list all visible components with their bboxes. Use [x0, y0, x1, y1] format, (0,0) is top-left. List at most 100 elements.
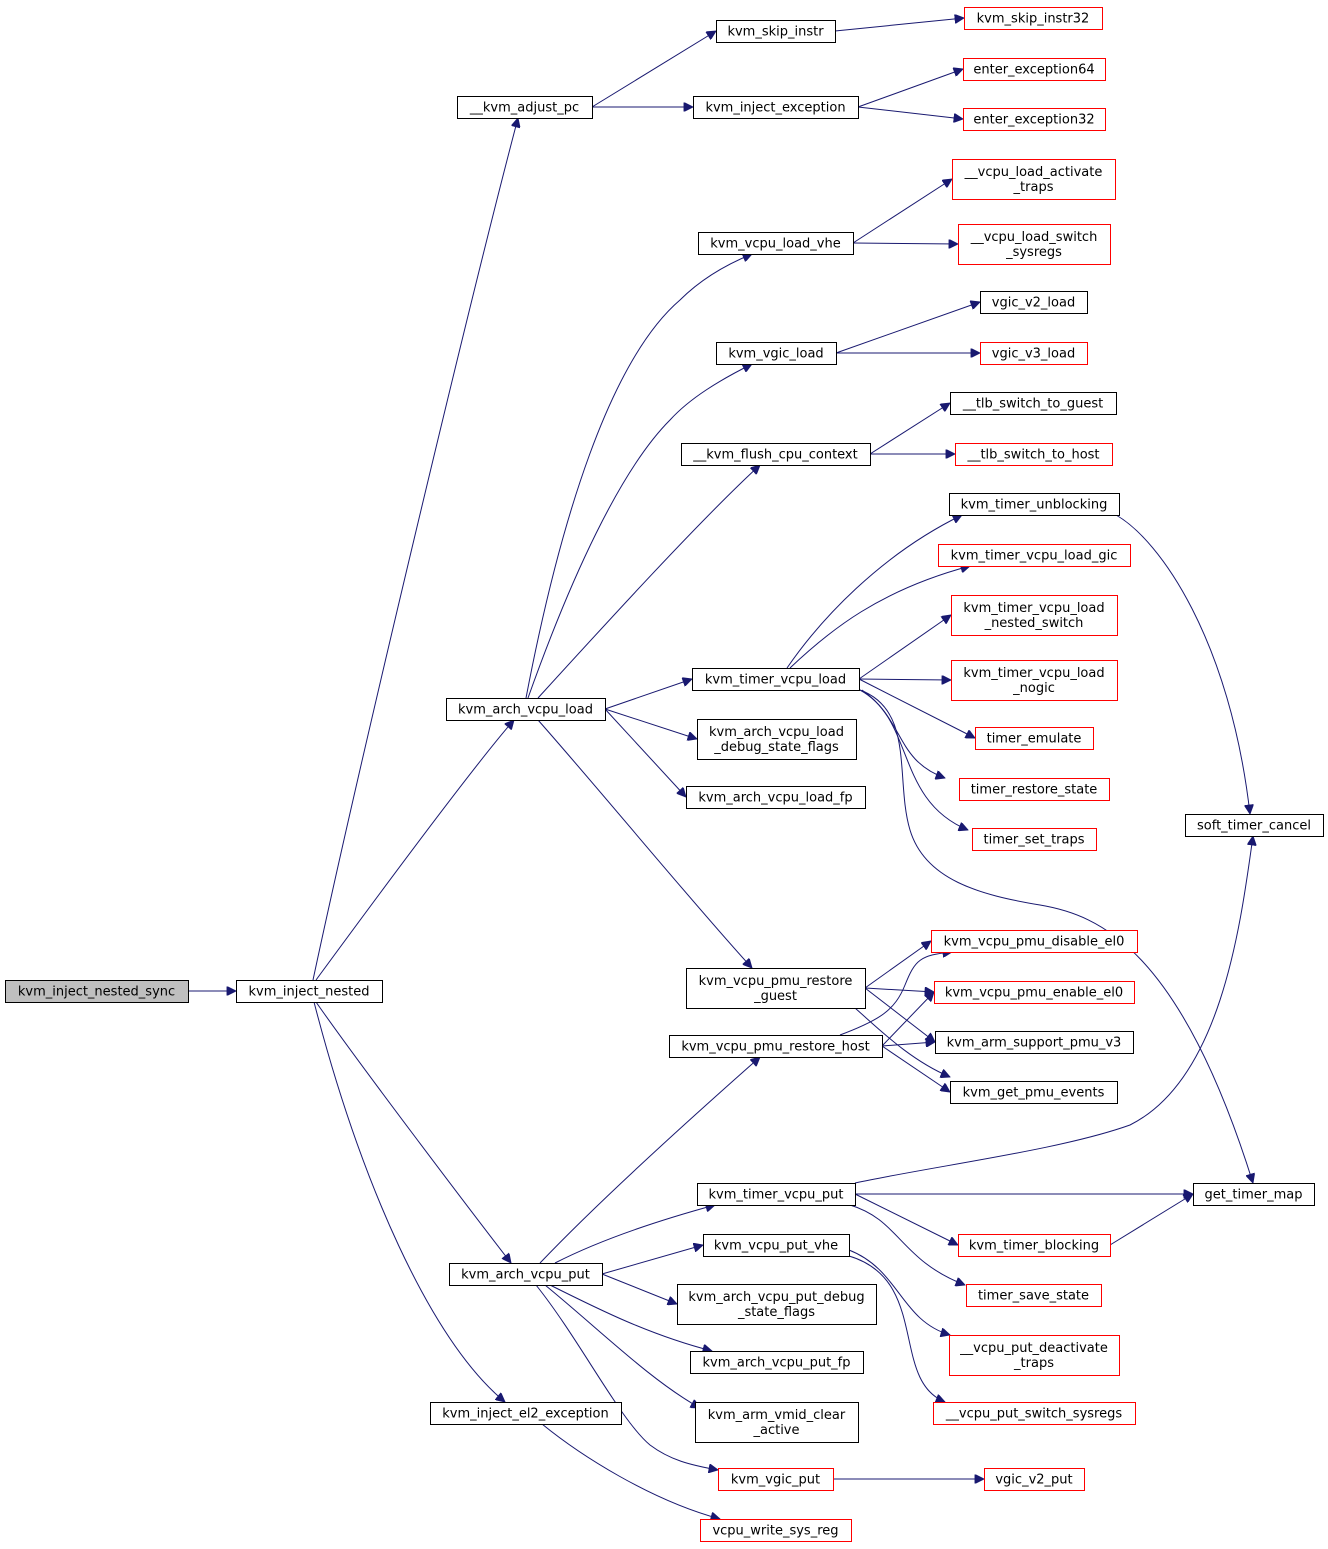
node-kvm_skip_instr32[interactable]: kvm_skip_instr32	[964, 7, 1103, 30]
node-kvm_inject_el2_exception[interactable]: kvm_inject_el2_exception	[430, 1402, 622, 1425]
node-box	[958, 224, 1111, 265]
node-kvm_arch_vcpu_load[interactable]: kvm_arch_vcpu_load	[446, 698, 606, 721]
node-box	[690, 1351, 864, 1374]
node-timer_set_traps[interactable]: timer_set_traps	[972, 828, 1097, 851]
node-kvm_arm_support_pmu_v3[interactable]: kvm_arm_support_pmu_v3	[935, 1031, 1134, 1054]
node-kvm_arm_vmid_clear_active[interactable]: kvm_arm_vmid_clear_active	[695, 1402, 859, 1443]
node-__kvm_flush_cpu_context[interactable]: __kvm_flush_cpu_context	[681, 443, 871, 466]
edge-kvm_vcpu_put_vhe-to-__vcpu_put_switch_sysregs	[848, 1255, 945, 1402]
node-kvm_timer_unblocking[interactable]: kvm_timer_unblocking	[949, 493, 1120, 516]
node-__vcpu_put_deactivate_traps[interactable]: __vcpu_put_deactivate_traps	[949, 1335, 1120, 1376]
node-label: __tlb_switch_to_host	[966, 448, 1099, 463]
node-label: kvm_vcpu_pmu_restore	[699, 974, 853, 989]
node-box	[951, 660, 1118, 701]
node-__kvm_adjust_pc[interactable]: __kvm_adjust_pc	[457, 96, 593, 119]
node-timer_emulate[interactable]: timer_emulate	[975, 727, 1094, 750]
node-kvm_skip_instr[interactable]: kvm_skip_instr	[716, 20, 836, 43]
edge-kvm_arch_vcpu_put-to-kvm_timer_vcpu_put	[554, 1205, 715, 1264]
node-label: kvm_timer_vcpu_load_gic	[951, 549, 1118, 564]
node-label: kvm_timer_vcpu_put	[708, 1188, 843, 1203]
node-kvm_timer_vcpu_put[interactable]: kvm_timer_vcpu_put	[697, 1183, 856, 1206]
node-kvm_inject_exception[interactable]: kvm_inject_exception	[693, 96, 859, 119]
node-kvm_arch_vcpu_put_debug_state_flags[interactable]: kvm_arch_vcpu_put_debug_state_flags	[677, 1284, 877, 1325]
node-label: timer_set_traps	[983, 833, 1084, 848]
node-soft_timer_cancel[interactable]: soft_timer_cancel	[1185, 814, 1324, 837]
edge-kvm_timer_vcpu_put-to-kvm_timer_blocking	[854, 1193, 958, 1245]
edge-kvm_timer_vcpu_load-to-timer_restore_state	[861, 689, 945, 778]
node-kvm_arch_vcpu_load_fp[interactable]: kvm_arch_vcpu_load_fp	[686, 786, 866, 809]
node-label: kvm_arch_vcpu_put	[461, 1268, 590, 1283]
node-label: kvm_timer_vcpu_load	[963, 601, 1104, 616]
node-get_timer_map[interactable]: get_timer_map	[1193, 1183, 1315, 1206]
edge-kvm_vcpu_put_vhe-to-__vcpu_put_deactivate_traps	[848, 1249, 950, 1335]
node-box	[975, 727, 1094, 750]
node-kvm_vcpu_pmu_disable_el0[interactable]: kvm_vcpu_pmu_disable_el0	[931, 930, 1138, 953]
edge-kvm_arch_vcpu_load-to-kvm_arch_vcpu_load_debug_state_flags	[604, 708, 697, 739]
node-enter_exception32[interactable]: enter_exception32	[963, 108, 1106, 131]
node-box	[457, 96, 593, 119]
node-vgic_v2_load[interactable]: vgic_v2_load	[980, 291, 1088, 314]
node-__vcpu_load_switch_sysregs[interactable]: __vcpu_load_switch_sysregs	[958, 224, 1111, 265]
edge-kvm_vcpu_pmu_restore_guest-to-kvm_arm_support_pmu_v3	[864, 987, 935, 1042]
node-label: __vcpu_put_switch_sysregs	[945, 1407, 1122, 1422]
node-kvm_vgic_load[interactable]: kvm_vgic_load	[716, 342, 837, 365]
node-label: _nogic	[1012, 681, 1055, 696]
node-label: kvm_arch_vcpu_load	[458, 703, 593, 718]
node-kvm_vcpu_put_vhe[interactable]: kvm_vcpu_put_vhe	[703, 1234, 850, 1257]
edge-kvm_arch_vcpu_load-to-__kvm_flush_cpu_context	[537, 465, 760, 699]
node-kvm_timer_vcpu_load_nested_switch[interactable]: kvm_timer_vcpu_load_nested_switch	[951, 595, 1118, 636]
node-kvm_vgic_put[interactable]: kvm_vgic_put	[718, 1468, 834, 1491]
edge-kvm_arch_vcpu_load-to-kvm_arch_vcpu_load_fp	[604, 708, 686, 797]
node-__vcpu_load_activate_traps[interactable]: __vcpu_load_activate_traps	[952, 159, 1116, 200]
node-kvm_inject_nested_sync[interactable]: kvm_inject_nested_sync	[5, 980, 189, 1003]
edge-kvm_arch_vcpu_load-to-kvm_vcpu_pmu_restore_guest	[537, 719, 752, 968]
node-label: enter_exception64	[973, 63, 1094, 78]
node-vcpu_write_sys_reg[interactable]: vcpu_write_sys_reg	[700, 1519, 852, 1542]
edge-kvm_timer_vcpu_load-to-kvm_timer_vcpu_load_nested_switch	[858, 615, 951, 680]
node-label: _active	[752, 1423, 799, 1438]
node-kvm_get_pmu_events[interactable]: kvm_get_pmu_events	[950, 1081, 1118, 1104]
node-label: kvm_vcpu_pmu_disable_el0	[944, 935, 1125, 950]
edge-kvm_inject_exception-to-enter_exception32	[857, 106, 963, 119]
node-box	[430, 1402, 622, 1425]
node-kvm_arch_vcpu_put_fp[interactable]: kvm_arch_vcpu_put_fp	[690, 1351, 864, 1374]
node-kvm_vcpu_load_vhe[interactable]: kvm_vcpu_load_vhe	[698, 232, 854, 255]
edge-kvm_timer_vcpu_load-to-timer_set_traps	[859, 689, 968, 830]
node-kvm_timer_vcpu_load_gic[interactable]: kvm_timer_vcpu_load_gic	[938, 544, 1131, 567]
node-kvm_timer_vcpu_load[interactable]: kvm_timer_vcpu_load	[692, 668, 860, 691]
node-kvm_arch_vcpu_load_debug_state_flags[interactable]: kvm_arch_vcpu_load_debug_state_flags	[697, 719, 857, 760]
node-box	[963, 58, 1106, 81]
node-label: enter_exception32	[973, 113, 1094, 128]
node-label: kvm_timer_vcpu_load	[705, 673, 846, 688]
node-__vcpu_put_switch_sysregs[interactable]: __vcpu_put_switch_sysregs	[933, 1402, 1136, 1425]
node-kvm_timer_vcpu_load_nogic[interactable]: kvm_timer_vcpu_load_nogic	[951, 660, 1118, 701]
node-__tlb_switch_to_guest[interactable]: __tlb_switch_to_guest	[950, 392, 1117, 415]
node-label: kvm_arch_vcpu_load_fp	[698, 791, 852, 806]
node-box	[692, 668, 860, 691]
node-kvm_vcpu_pmu_enable_el0[interactable]: kvm_vcpu_pmu_enable_el0	[934, 981, 1135, 1004]
node-timer_save_state[interactable]: timer_save_state	[966, 1284, 1102, 1307]
node-box	[446, 698, 606, 721]
node-timer_restore_state[interactable]: timer_restore_state	[959, 778, 1110, 801]
node-box	[972, 828, 1097, 851]
node-enter_exception64[interactable]: enter_exception64	[963, 58, 1106, 81]
node-box	[697, 719, 857, 760]
edge-kvm_timer_vcpu_load-to-kvm_timer_unblocking	[786, 515, 962, 669]
node-label: kvm_skip_instr32	[977, 12, 1090, 27]
node-vgic_v3_load[interactable]: vgic_v3_load	[980, 342, 1088, 365]
node-box	[938, 544, 1131, 567]
node-kvm_timer_blocking[interactable]: kvm_timer_blocking	[958, 1234, 1111, 1257]
node-kvm_vcpu_pmu_restore_guest[interactable]: kvm_vcpu_pmu_restore_guest	[686, 968, 866, 1009]
node-label: _debug_state_flags	[713, 740, 839, 755]
node-label: __vcpu_load_switch	[970, 230, 1098, 245]
node-kvm_arch_vcpu_put[interactable]: kvm_arch_vcpu_put	[449, 1263, 603, 1286]
node-box	[669, 1035, 883, 1058]
node-__tlb_switch_to_host[interactable]: __tlb_switch_to_host	[955, 443, 1113, 466]
node-kvm_inject_nested[interactable]: kvm_inject_nested	[236, 980, 383, 1003]
node-box	[718, 1468, 834, 1491]
node-label: get_timer_map	[1205, 1188, 1303, 1203]
edge-kvm_vcpu_load_vhe-to-__vcpu_load_activate_traps	[852, 179, 952, 244]
node-vgic_v2_put[interactable]: vgic_v2_put	[984, 1468, 1085, 1491]
node-box	[950, 392, 1117, 415]
node-kvm_vcpu_pmu_restore_host[interactable]: kvm_vcpu_pmu_restore_host	[669, 1035, 883, 1058]
